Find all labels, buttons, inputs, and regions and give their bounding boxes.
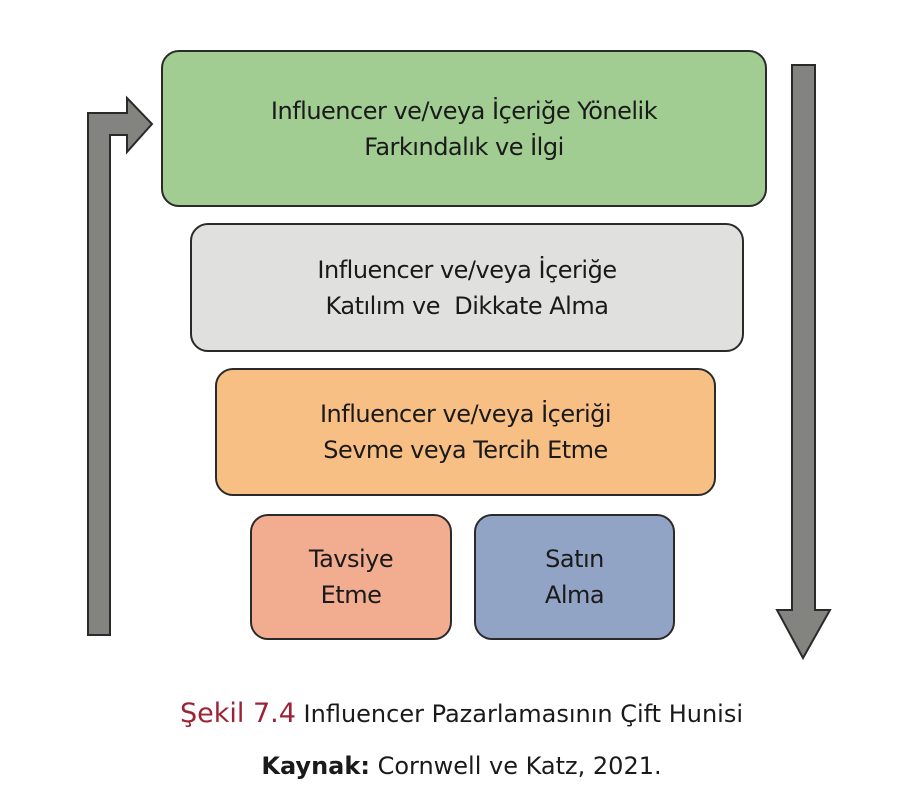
awareness-stage: Influencer ve/veya İçeriğe Yönelik Farkı…	[161, 50, 767, 207]
awareness-line1: Influencer ve/veya İçeriğe Yönelik	[270, 96, 658, 125]
preference-line1: Influencer ve/veya İçeriği	[319, 400, 612, 428]
preference-line2: Sevme veya Tercih Etme	[323, 436, 608, 464]
figure-source: Kaynak: Cornwell ve Katz, 2021.	[0, 752, 923, 780]
figure-label: Şekil 7.4	[179, 698, 296, 729]
downward-arrow	[775, 64, 832, 661]
figure-caption: Şekil 7.4 Influencer Pazarlamasının Çift…	[0, 698, 923, 729]
engagement-line1: Influencer ve/veya İçeriğe	[317, 255, 617, 284]
engagement-line2: Katılım ve Dikkate Alma	[325, 291, 609, 320]
figure-title: Influencer Pazarlamasının Çift Hunisi	[303, 700, 744, 728]
purchase-stage: Satın Alma	[474, 514, 675, 640]
recommend-line1: Tavsiye	[308, 545, 394, 573]
purchase-line2: Alma	[544, 581, 605, 609]
engagement-stage: Influencer ve/veya İçeriğe Katılım ve Di…	[190, 223, 744, 352]
upward-loop-arrow	[87, 95, 154, 636]
source-text: Cornwell ve Katz, 2021.	[377, 752, 662, 780]
purchase-line1: Satın	[545, 545, 604, 573]
preference-stage: Influencer ve/veya İçeriği Sevme veya Te…	[215, 368, 716, 496]
awareness-line2: Farkındalık ve İlgi	[364, 132, 564, 161]
recommend-line2: Etme	[320, 581, 382, 609]
source-label: Kaynak:	[261, 752, 370, 780]
recommend-stage: Tavsiye Etme	[250, 514, 452, 640]
